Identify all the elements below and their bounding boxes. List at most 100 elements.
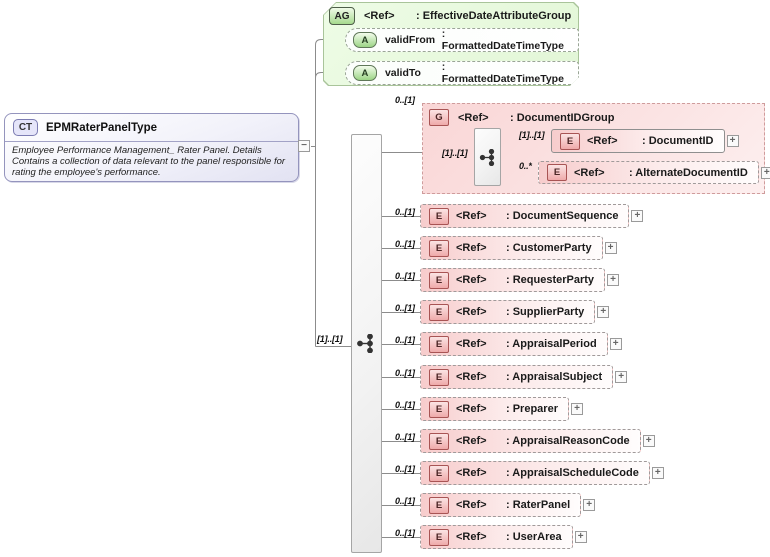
element-name: : CustomerParty bbox=[506, 242, 592, 254]
attribute-name: validFrom bbox=[384, 34, 436, 46]
element-AlternateDocumentID[interactable]: E <Ref> : AlternateDocumentID + bbox=[538, 161, 770, 184]
attribute-group-icon: AG bbox=[329, 7, 355, 25]
complex-type-card[interactable]: CT EPMRaterPanelType Employee Performanc… bbox=[4, 113, 299, 182]
group-sequence-compositor[interactable] bbox=[474, 128, 501, 186]
element-multiplicity: 0..[1] bbox=[395, 335, 415, 345]
element-name: : AlternateDocumentID bbox=[629, 166, 748, 179]
element-ref: <Ref> bbox=[456, 467, 487, 479]
element-icon: E bbox=[429, 368, 449, 386]
element-icon: E bbox=[547, 164, 567, 181]
element-icon: E bbox=[429, 496, 449, 514]
complex-type-icon: CT bbox=[13, 119, 38, 136]
documentid-multiplicity: [1]..[1] bbox=[519, 130, 545, 140]
element-ref: <Ref> bbox=[456, 435, 487, 447]
element-CustomerParty[interactable]: 0..[1] E <Ref> : CustomerParty + bbox=[395, 236, 617, 260]
element-icon: E bbox=[429, 528, 449, 546]
element-RequesterParty[interactable]: 0..[1] E <Ref> : RequesterParty + bbox=[395, 268, 620, 292]
element-multiplicity: 0..[1] bbox=[395, 271, 415, 281]
attribute-name: validTo bbox=[384, 67, 421, 79]
element-ref: <Ref> bbox=[456, 306, 487, 318]
element-AppraisalPeriod[interactable]: 0..[1] E <Ref> : AppraisalPeriod + bbox=[395, 332, 622, 356]
element-name: : AppraisalSubject bbox=[506, 371, 603, 383]
inner-sequence-multiplicity: [1]..[1] bbox=[442, 148, 468, 158]
attribute-group-name: : EffectiveDateAttributeGroup bbox=[416, 10, 572, 22]
attribute-type: : FormattedDateTimeType bbox=[441, 28, 564, 52]
sequence-icon bbox=[357, 334, 373, 353]
alternatedocumentid-multiplicity: 0..* bbox=[519, 161, 532, 171]
element-name: : RaterPanel bbox=[506, 499, 571, 511]
element-icon: E bbox=[429, 400, 449, 418]
element-icon: E bbox=[560, 132, 580, 150]
element-ref: <Ref> bbox=[574, 166, 605, 179]
element-ref: <Ref> bbox=[456, 338, 487, 350]
element-multiplicity: 0..[1] bbox=[395, 239, 415, 249]
element-ref: <Ref> bbox=[456, 499, 487, 511]
divider bbox=[5, 141, 298, 142]
element-name: : SupplierParty bbox=[506, 306, 585, 318]
element-name: : Preparer bbox=[506, 403, 558, 415]
group-multiplicity: 0..[1] bbox=[395, 95, 415, 105]
element-icon: E bbox=[429, 303, 449, 321]
element-name: : DocumentID bbox=[642, 135, 714, 147]
element-ref: <Ref> bbox=[456, 403, 487, 415]
expand-toggle[interactable]: + bbox=[570, 403, 583, 415]
element-UserArea[interactable]: 0..[1] E <Ref> : UserArea + bbox=[395, 525, 587, 549]
expand-toggle[interactable]: + bbox=[609, 338, 622, 350]
element-icon: E bbox=[429, 207, 449, 225]
expand-toggle[interactable]: + bbox=[574, 531, 587, 543]
group-icon: G bbox=[429, 109, 449, 126]
attribute-validFrom[interactable]: A validFrom : FormattedDateTimeType bbox=[345, 28, 579, 52]
attribute-icon: A bbox=[353, 65, 377, 81]
element-DocumentID[interactable]: E <Ref> : DocumentID + bbox=[551, 129, 739, 153]
attribute-group-panel[interactable]: AG <Ref> : EffectiveDateAttributeGroup A… bbox=[323, 2, 579, 86]
expand-toggle[interactable]: + bbox=[615, 371, 628, 383]
expand-toggle[interactable]: + bbox=[651, 467, 664, 479]
element-Preparer[interactable]: 0..[1] E <Ref> : Preparer + bbox=[395, 397, 583, 421]
attribute-icon: A bbox=[353, 32, 377, 48]
element-AppraisalScheduleCode[interactable]: 0..[1] E <Ref> : AppraisalScheduleCode + bbox=[395, 461, 664, 485]
expand-toggle[interactable]: + bbox=[726, 135, 739, 147]
expand-toggle[interactable]: + bbox=[760, 166, 770, 179]
group-name: : DocumentIDGroup bbox=[510, 111, 615, 124]
element-icon: E bbox=[429, 239, 449, 257]
expand-toggle[interactable]: + bbox=[597, 306, 610, 318]
element-ref: <Ref> bbox=[456, 210, 487, 222]
expand-toggle[interactable]: + bbox=[604, 242, 617, 254]
attribute-validTo[interactable]: A validTo : FormattedDateTimeType bbox=[345, 61, 579, 85]
element-SupplierParty[interactable]: 0..[1] E <Ref> : SupplierParty + bbox=[395, 300, 610, 324]
element-ref: <Ref> bbox=[456, 274, 487, 286]
expand-toggle[interactable]: + bbox=[607, 274, 620, 286]
attribute-group-ref: <Ref> bbox=[364, 10, 395, 22]
sequence-icon bbox=[479, 148, 494, 166]
attribute-type: : FormattedDateTimeType bbox=[441, 61, 564, 85]
element-multiplicity: 0..[1] bbox=[395, 400, 415, 410]
group-ref: <Ref> bbox=[458, 111, 489, 124]
element-icon: E bbox=[429, 271, 449, 289]
element-multiplicity: 0..[1] bbox=[395, 303, 415, 313]
document-id-group-panel[interactable]: G <Ref> : DocumentIDGroup [1]..[1] [1]..… bbox=[422, 103, 770, 194]
element-DocumentSequence[interactable]: 0..[1] E <Ref> : DocumentSequence + bbox=[395, 204, 644, 228]
sequence-compositor-bar[interactable] bbox=[351, 134, 382, 553]
element-multiplicity: 0..[1] bbox=[395, 528, 415, 538]
element-name: : RequesterParty bbox=[506, 274, 595, 286]
element-multiplicity: 0..[1] bbox=[395, 207, 415, 217]
element-icon: E bbox=[429, 432, 449, 450]
expand-toggle[interactable]: + bbox=[631, 210, 644, 222]
element-ref: <Ref> bbox=[456, 371, 487, 383]
element-name: : UserArea bbox=[506, 531, 562, 543]
element-name: : AppraisalReasonCode bbox=[506, 435, 630, 447]
element-multiplicity: 0..[1] bbox=[395, 464, 415, 474]
expand-toggle[interactable]: + bbox=[583, 499, 596, 511]
element-icon: E bbox=[429, 335, 449, 353]
element-AppraisalSubject[interactable]: 0..[1] E <Ref> : AppraisalSubject + bbox=[395, 365, 628, 389]
element-AppraisalReasonCode[interactable]: 0..[1] E <Ref> : AppraisalReasonCode + bbox=[395, 429, 655, 453]
complex-type-title: EPMRaterPanelType bbox=[46, 121, 157, 134]
expand-toggle[interactable]: + bbox=[642, 435, 655, 447]
element-RaterPanel[interactable]: 0..[1] E <Ref> : RaterPanel + bbox=[395, 493, 596, 517]
element-multiplicity: 0..[1] bbox=[395, 368, 415, 378]
element-multiplicity: 0..[1] bbox=[395, 432, 415, 442]
element-ref: <Ref> bbox=[456, 531, 487, 543]
sequence-multiplicity: [1]..[1] bbox=[317, 334, 343, 344]
element-name: : DocumentSequence bbox=[506, 210, 619, 222]
collapse-toggle[interactable]: − bbox=[298, 140, 310, 152]
